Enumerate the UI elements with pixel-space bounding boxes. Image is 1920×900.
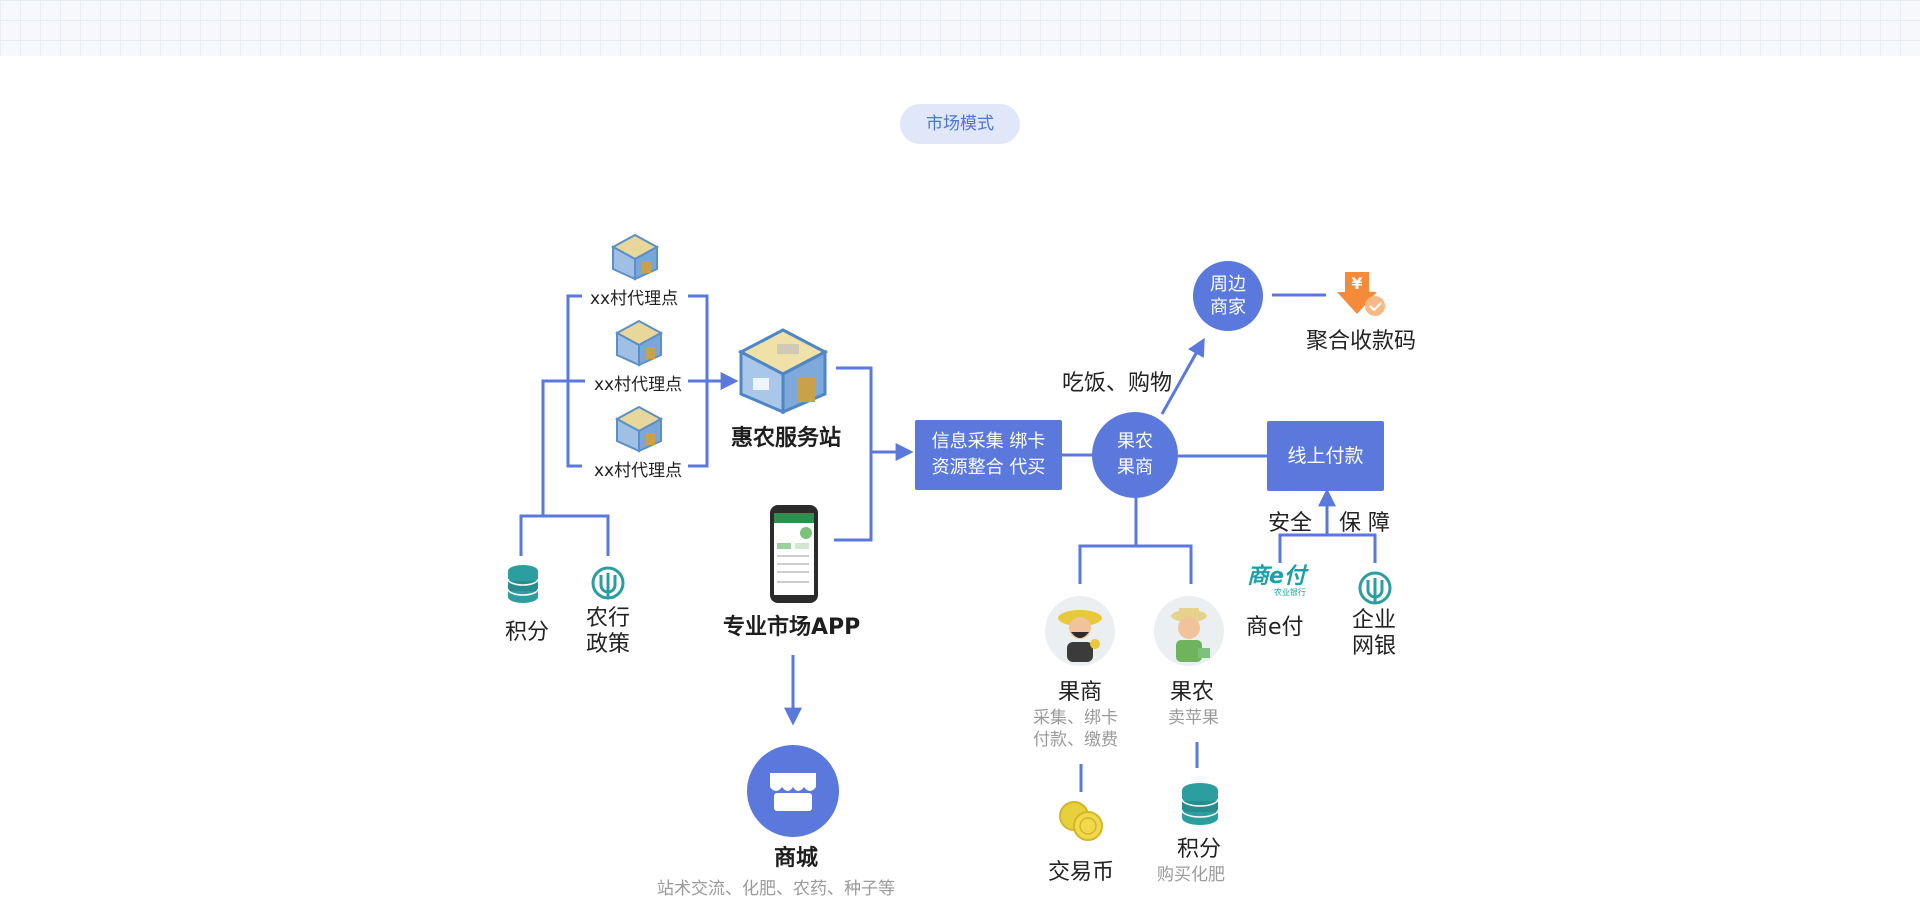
merchant-desc-1: 采集、绑卡 (1033, 708, 1118, 728)
agent-hut-icon (614, 405, 664, 453)
merchants-line-2: 商家 (1210, 297, 1246, 318)
agent-hut-icon (614, 319, 664, 367)
farmer-person-icon (1171, 608, 1210, 662)
top-grid-band (0, 0, 1920, 56)
merchant-person-icon (1058, 610, 1102, 662)
farmer-label: 果农 (1170, 680, 1215, 705)
mall-circle[interactable] (747, 745, 839, 837)
mode-title-pill: 市场模式 (900, 104, 1020, 144)
policy-label: 农行 政策 (586, 606, 630, 658)
epay-logo-text: 商e付 (1247, 564, 1306, 589)
merchant-label: 果商 (1058, 680, 1103, 705)
hub-line-1: 果农 (1117, 431, 1153, 452)
service-station-icon (737, 328, 829, 415)
points-label: 积分 (505, 620, 550, 645)
merchant-avatar (1045, 596, 1115, 666)
mall-desc: 站术交流、化肥、农药、种子等 (657, 879, 895, 899)
agg-code-label: 聚合收款码 (1306, 329, 1417, 354)
abc-bank-icon (1358, 571, 1392, 605)
farmer-avatar (1154, 596, 1224, 666)
hub-line-2: 果商 (1117, 457, 1153, 478)
coin-stack-icon (1181, 783, 1219, 825)
info-collection-box[interactable]: 信息采集 绑卡 资源整合 代买 (915, 420, 1062, 490)
info-box-line-1: 信息采集 绑卡 (931, 431, 1046, 452)
policy-line-2: 政策 (586, 632, 631, 657)
mall-label: 商城 (774, 846, 819, 871)
gold-coins-icon (1059, 801, 1103, 841)
epay-label: 商e付 (1246, 615, 1304, 640)
eat-shop-label: 吃饭、购物 (1062, 371, 1173, 396)
corp-bank-label: 企业 网银 (1352, 608, 1396, 660)
security-right-label: 保 障 (1339, 511, 1390, 536)
points2-label: 积分 (1177, 837, 1222, 862)
online-payment-box[interactable]: 线上付款 (1267, 421, 1384, 491)
yuan-receipt-icon: ¥ (1337, 272, 1385, 316)
shop-icon (770, 773, 816, 811)
agent-label-3: xx村代理点 (594, 461, 683, 481)
phone-app-icon (770, 505, 818, 603)
points2-desc: 购买化肥 (1157, 865, 1225, 885)
farmer-desc: 卖苹果 (1168, 708, 1219, 728)
coin-label: 交易币 (1048, 860, 1115, 885)
svg-text:¥: ¥ (1351, 274, 1362, 293)
farmer-merchant-hub[interactable]: 果农 果商 (1092, 412, 1178, 498)
epay-logo-sub: 农业银行 (1273, 588, 1306, 597)
app-label: 专业市场APP (723, 615, 861, 640)
info-box-line-2: 资源整合 代买 (931, 457, 1046, 478)
coin-stack-icon (507, 565, 539, 603)
merchants-line-1: 周边 (1210, 274, 1246, 295)
agent-hut-icon (610, 233, 660, 281)
nearby-merchants-circle[interactable]: 周边 商家 (1193, 261, 1263, 331)
merchant-desc-2: 付款、缴费 (1033, 730, 1118, 750)
epay-logo: 商e付 农业银行 (1247, 566, 1306, 598)
corp-bank-line-1: 企业 (1352, 608, 1397, 633)
agent-label-2: xx村代理点 (594, 375, 683, 395)
policy-line-1: 农行 (586, 606, 631, 631)
merchant-desc: 采集、绑卡 付款、缴费 (1033, 707, 1118, 751)
security-left-label: 安全 (1268, 511, 1313, 536)
service-station-label: 惠农服务站 (731, 426, 842, 451)
abc-bank-icon (591, 566, 625, 600)
corp-bank-line-2: 网银 (1352, 634, 1397, 659)
agent-label-1: xx村代理点 (590, 289, 679, 309)
